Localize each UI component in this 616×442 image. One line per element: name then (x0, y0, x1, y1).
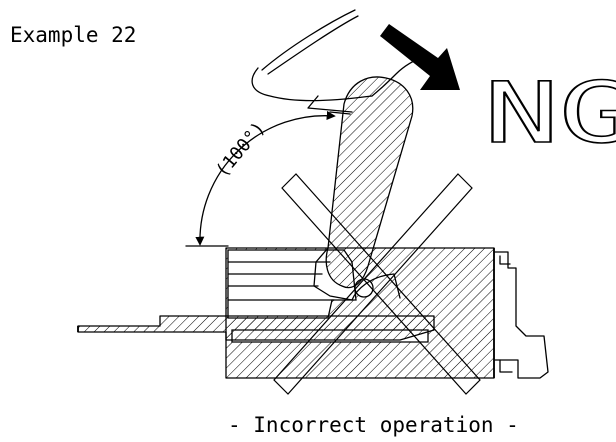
fpc-cable (77, 315, 435, 341)
connector-housing (225, 247, 549, 379)
ng-label: NG (484, 64, 616, 162)
angle-label: (100°) (212, 118, 270, 181)
prohibited-cross-icon (273, 173, 481, 395)
caption: - Incorrect operation - (228, 413, 519, 437)
direction-arrow-icon (380, 24, 460, 90)
actuator-lever (313, 76, 414, 301)
angle-indicator (185, 110, 336, 247)
example-label: Example 22 (10, 23, 136, 47)
